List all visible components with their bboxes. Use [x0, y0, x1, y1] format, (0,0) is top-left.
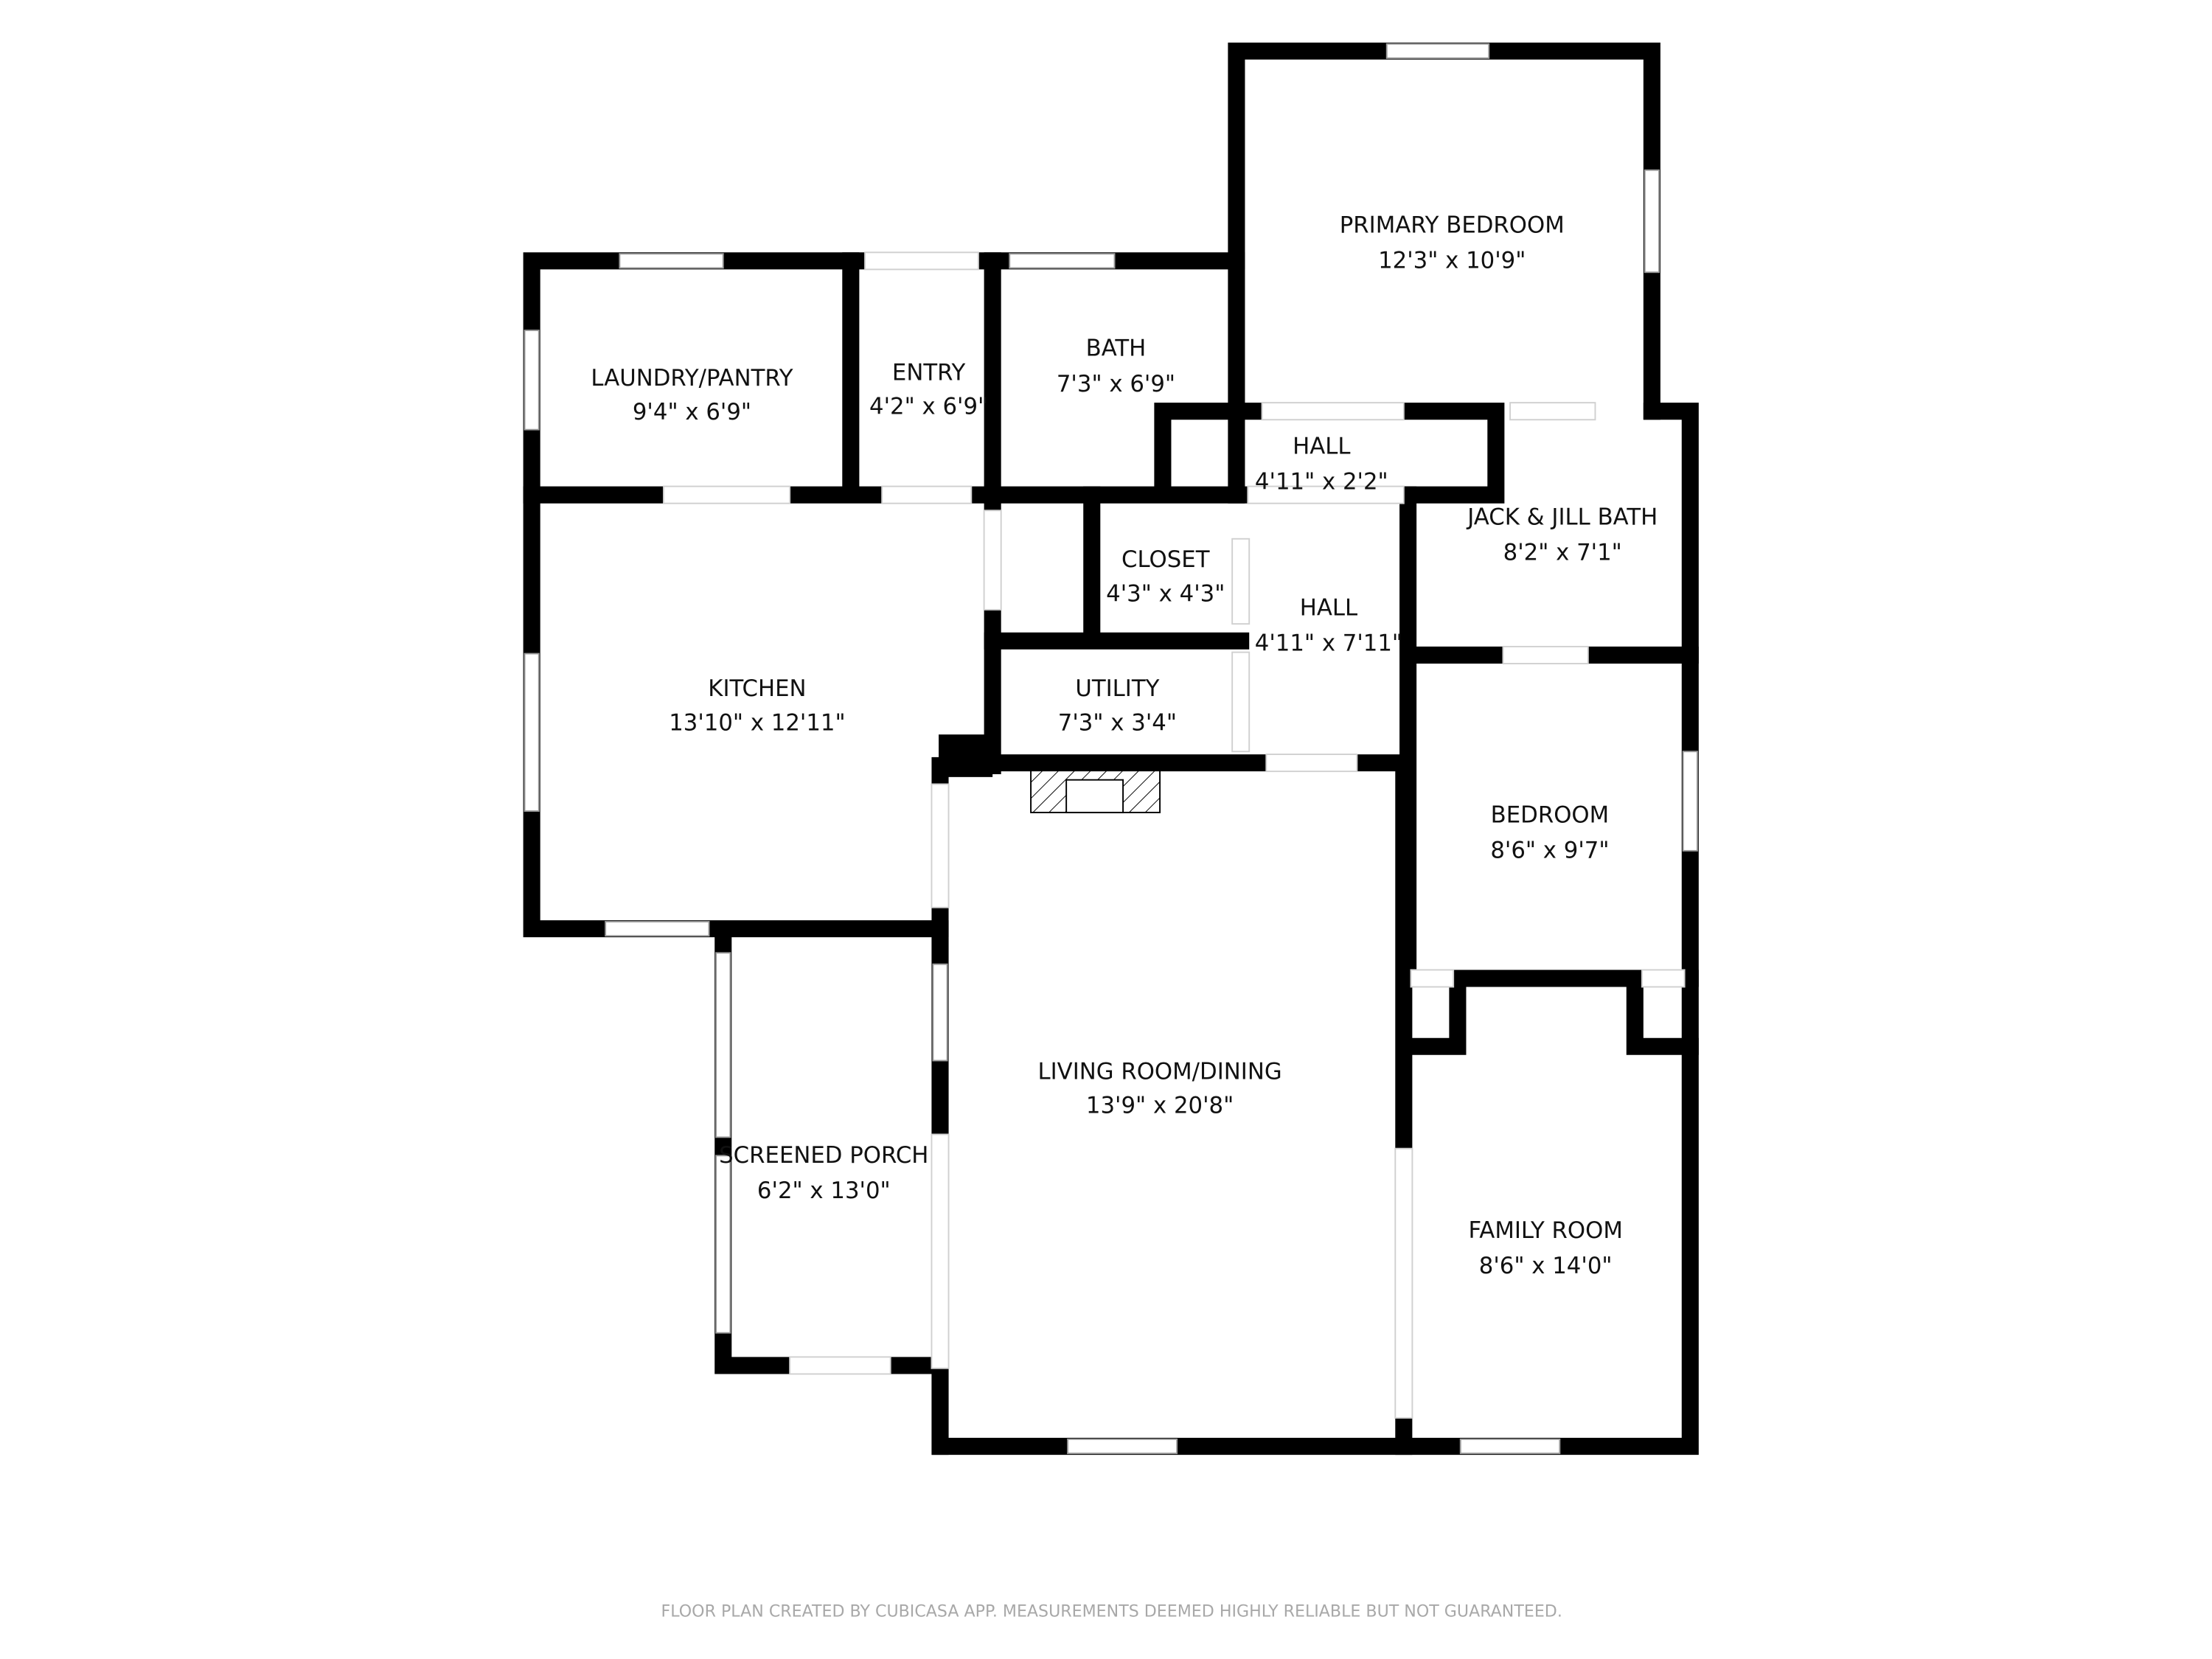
room-hall-upper: HALL 4'11" x 2'2": [1255, 433, 1388, 495]
room-dims: 4'2" x 6'9": [869, 394, 988, 420]
room-dims: 7'3" x 6'9": [1057, 371, 1175, 397]
room-bath: BATH 7'3" x 6'9": [1057, 335, 1175, 397]
room-dims: 4'11" x 7'11": [1255, 630, 1402, 657]
room-dims: 12'3" x 10'9": [1378, 247, 1526, 274]
room-hall-lower: HALL 4'11" x 7'11": [1255, 595, 1402, 657]
room-name: BEDROOM: [1491, 801, 1610, 828]
room-dims: 9'4" x 6'9": [633, 399, 751, 425]
disclaimer-footer: FLOOR PLAN CREATED BY CUBICASA APP. MEAS…: [661, 1601, 1562, 1621]
room-dims: 4'3" x 4'3": [1106, 580, 1225, 607]
room-entry: ENTRY 4'2" x 6'9": [869, 359, 988, 420]
room-name: HALL: [1293, 433, 1350, 459]
room-dims: 8'6" x 9'7": [1490, 837, 1609, 863]
room-dims: 7'3" x 3'4": [1058, 709, 1177, 736]
room-utility: UTILITY 7'3" x 3'4": [1058, 675, 1177, 736]
room-primary-bedroom: PRIMARY BEDROOM 12'3" x 10'9": [1340, 212, 1565, 274]
fireplace: [1030, 769, 1161, 813]
room-dims: 4'11" x 2'2": [1255, 468, 1388, 495]
room-name: CLOSET: [1121, 546, 1210, 573]
room-dims: 8'6" x 14'0": [1479, 1253, 1613, 1279]
room-name: ENTRY: [892, 359, 966, 386]
room-name: FAMILY ROOM: [1468, 1217, 1622, 1244]
room-labels: PRIMARY BEDROOM 12'3" x 10'9" LAUNDRY/PAN…: [591, 212, 1658, 1279]
openings: [524, 43, 1698, 1455]
room-laundry-pantry: LAUNDRY/PANTRY 9'4" x 6'9": [591, 365, 793, 425]
room-name: LIVING ROOM/DINING: [1037, 1058, 1281, 1085]
room-name: BATH: [1086, 335, 1147, 362]
room-name: KITCHEN: [708, 675, 806, 702]
room-living-dining: LIVING ROOM/DINING 13'9" x 20'8": [1037, 1058, 1281, 1119]
room-bedroom: BEDROOM 8'6" x 9'7": [1490, 801, 1609, 863]
room-name: JACK & JILL BATH: [1466, 504, 1658, 531]
room-name: HALL: [1300, 595, 1357, 622]
room-name: LAUNDRY/PANTRY: [591, 365, 793, 392]
room-dims: 13'10" x 12'11": [669, 709, 845, 736]
room-dims: 13'9" x 20'8": [1086, 1093, 1234, 1119]
room-closet: CLOSET 4'3" x 4'3": [1106, 546, 1225, 607]
room-kitchen: KITCHEN 13'10" x 12'11": [669, 675, 845, 736]
room-dims: 8'2" x 7'1": [1503, 540, 1622, 566]
room-jack-jill-bath: JACK & JILL BATH 8'2" x 7'1": [1466, 504, 1658, 566]
room-name: UTILITY: [1075, 675, 1159, 702]
room-screened-porch: SCREENED PORCH 6'2" x 13'0": [719, 1142, 928, 1204]
room-name: SCREENED PORCH: [719, 1142, 928, 1169]
room-dims: 6'2" x 13'0": [757, 1178, 891, 1204]
room-name: PRIMARY BEDROOM: [1340, 212, 1565, 238]
room-family-room: FAMILY ROOM 8'6" x 14'0": [1468, 1217, 1622, 1279]
